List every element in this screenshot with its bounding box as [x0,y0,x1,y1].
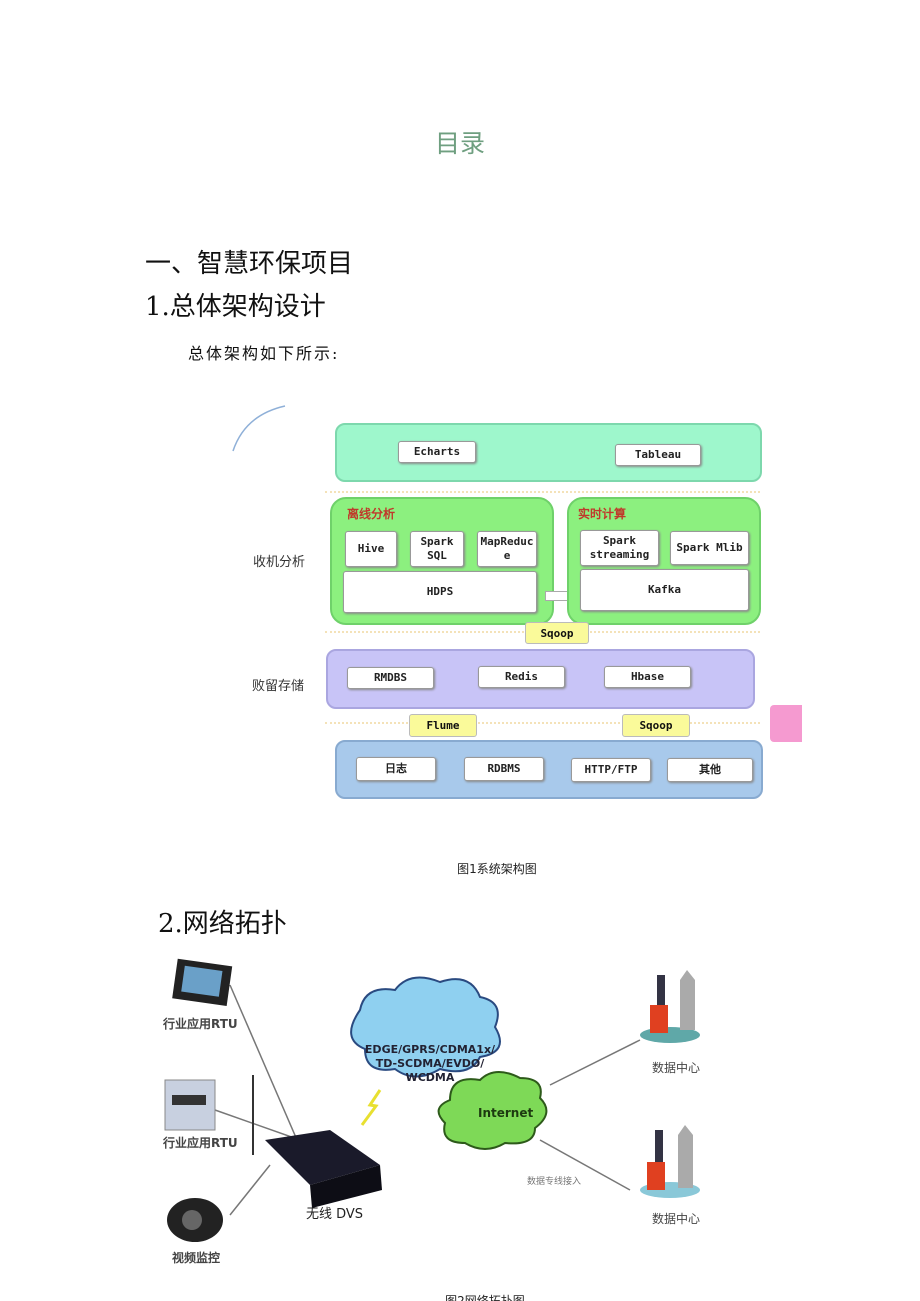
divider [325,722,760,724]
internet-cloud [437,1071,548,1150]
flume-box: Flume [409,714,477,737]
data-center-label: 数据中心 [652,1212,701,1226]
camera-label: 视频监控 [172,1251,221,1265]
data-center-icon [640,970,700,1043]
offline-title: 离线分析 [347,507,396,521]
side-label: 收机分析 [253,555,306,570]
hive-box: Hive [345,531,397,567]
kafka-box: Kafka [580,569,749,611]
mapreduce-box: MapReduce [477,531,537,567]
hdfs-box: HDPS [343,571,537,613]
echarts-box: Echarts [398,441,476,463]
tableau-box: Tableau [615,444,701,466]
rdbms-box: RDBMS [464,757,544,781]
sqoop-box: Sqoop [525,622,589,644]
cellular-label: EDGE/GPRS/CDMA1x/ TD-SCDMA/EVDO/ WCDMA [364,1043,496,1084]
toc-title: 目录 [434,129,485,158]
spark-mlib-box: Spark Mlib [670,531,749,565]
figure-caption: 图2网络拓扑图 [445,1294,525,1301]
section-heading: 一、智慧环保项目 [145,249,354,279]
logs-box: 日志 [356,757,436,781]
hbase-box: Hbase [604,666,691,688]
side-label: 败留存储 [252,679,305,694]
figure-caption: 图1系统架构图 [457,862,537,876]
sqoop-box: Sqoop [622,714,690,737]
decorative-arc [232,405,286,452]
internet-label: Internet [478,1106,534,1120]
http-ftp-box: HTTP/FTP [571,758,651,782]
dvs-label: 无线 DVS [306,1207,364,1222]
divider [325,491,760,493]
cellular-cloud [350,976,501,1078]
rmdbs-box: RMDBS [347,667,434,689]
leased-line-label: 数据专线接入 [527,1177,582,1187]
rtu-label: 行业应用RTU [163,1136,238,1150]
realtime-title: 实时计算 [578,507,627,521]
data-center-label: 数据中心 [652,1061,701,1075]
spark-streaming-box: Spark streaming [580,530,659,566]
network-lines [164,958,700,1242]
spark-sql-box: Spark SQL [410,531,464,567]
data-center-icon [640,1125,700,1198]
rtu-label: 行业应用RTU [163,1017,238,1031]
dvs-device-icon [265,1130,380,1185]
redis-box: Redis [478,666,565,688]
other-box: 其他 [667,758,753,782]
section-heading: 2.网络拓扑 [158,909,287,939]
intro-text: 总体架构如下所示: [188,344,340,363]
sub-heading: 1.总体架构设计 [145,292,326,322]
pink-tab [770,705,802,742]
